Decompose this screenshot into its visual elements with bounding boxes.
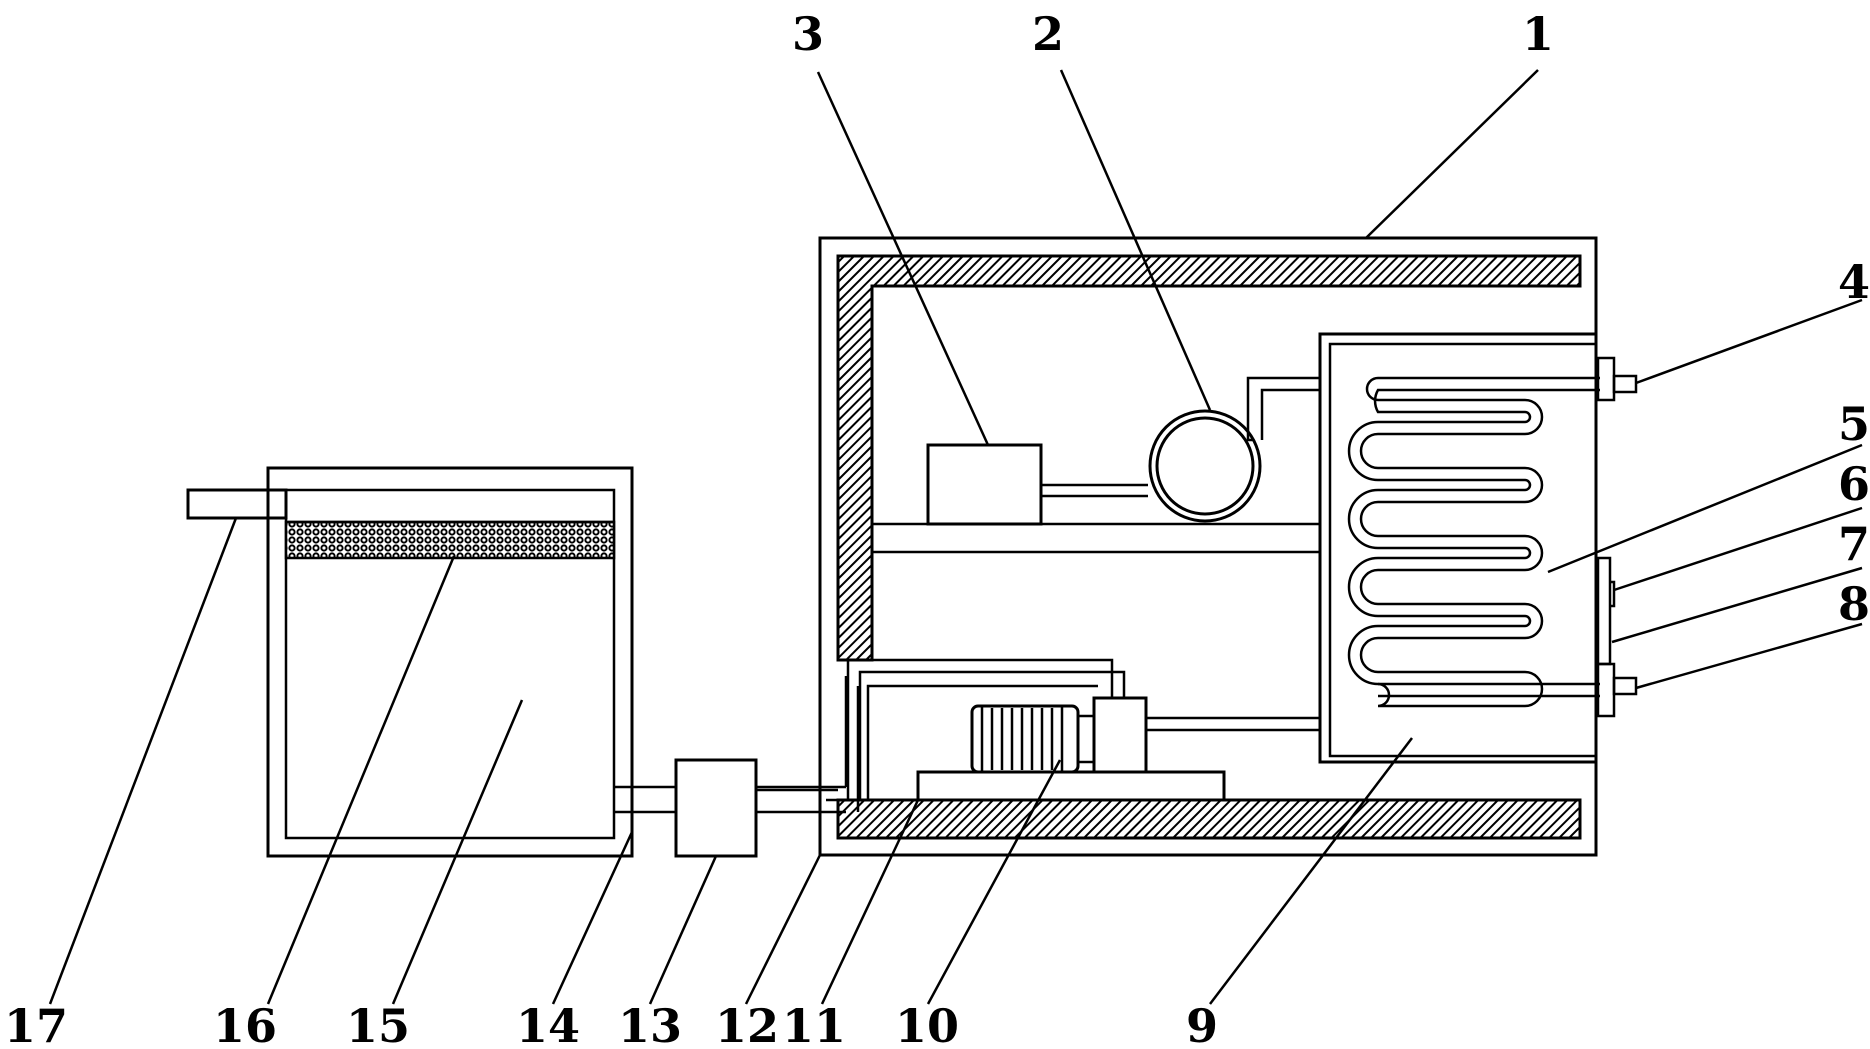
label-13: 13 (618, 999, 682, 1049)
label-7: 7 (1838, 517, 1870, 571)
insulation-bottom (836, 798, 1582, 840)
control-box (926, 443, 1043, 526)
shelf (870, 522, 1322, 554)
label-4: 4 (1838, 255, 1870, 309)
heat-exchanger (1318, 332, 1598, 764)
leader-lines (48, 69, 1863, 1005)
label-8: 8 (1838, 577, 1870, 631)
outlet-pipe (1612, 676, 1638, 696)
side-panel (1596, 556, 1612, 666)
main-cabinet (818, 236, 1598, 857)
label-10: 10 (895, 999, 959, 1049)
inlet-port (1596, 356, 1616, 402)
pump-base (916, 770, 1226, 802)
valve-knob (1610, 580, 1616, 608)
label-6: 6 (1838, 457, 1870, 511)
label-16: 16 (213, 999, 277, 1049)
outlet-port (1596, 662, 1616, 718)
label-12: 12 (715, 999, 779, 1049)
label-1: 1 (1522, 7, 1554, 61)
label-9: 9 (1186, 999, 1218, 1049)
filter-mesh (284, 520, 616, 560)
compressor (1148, 409, 1262, 523)
part-labels: 1 2 3 4 5 6 7 8 9 10 11 12 13 14 15 16 1… (4, 7, 1870, 1049)
label-17: 17 (4, 999, 68, 1049)
label-5: 5 (1838, 397, 1870, 451)
pump-head (1092, 696, 1148, 774)
inlet-nozzle (186, 488, 288, 520)
label-15: 15 (346, 999, 410, 1049)
filter-unit (674, 758, 758, 858)
label-11: 11 (782, 999, 846, 1049)
insulation-layer (836, 254, 1582, 662)
serpentine-coil (1347, 376, 1600, 708)
storage-tank (266, 466, 634, 858)
label-2: 2 (1032, 7, 1064, 61)
label-14: 14 (516, 999, 580, 1049)
label-3: 3 (792, 7, 824, 61)
pump-motor (970, 704, 1096, 774)
inlet-pipe (1612, 374, 1638, 394)
